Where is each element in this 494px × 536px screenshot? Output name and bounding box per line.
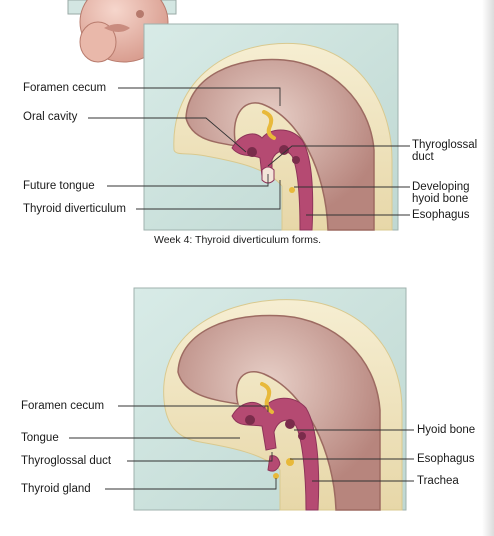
label-thyroid-diverticulum: Thyroid diverticulum [23, 203, 126, 215]
label-trachea: Trachea [417, 475, 459, 487]
label-esophagus-bottom: Esophagus [417, 453, 475, 465]
label-esophagus-top: Esophagus [412, 209, 470, 221]
label-tongue: Tongue [21, 432, 59, 444]
label-thyroid-gland: Thyroid gland [21, 483, 91, 495]
label-thyroglossal-duct-top: Thyroglossal duct [412, 139, 478, 163]
label-hyoid-bone: Hyoid bone [417, 424, 476, 436]
label-thyroglossal-duct-bottom: Thyroglossal duct [21, 455, 112, 467]
leader-lines-bottom [69, 405, 414, 490]
panel-top-art [143, 23, 399, 231]
caption-week-4: Week 4: Thyroid diverticulum forms. [154, 234, 322, 246]
panel-bottom-art [133, 287, 407, 511]
label-oral-cavity: Oral cavity [23, 111, 78, 123]
leader-lines-top [88, 87, 410, 216]
label-foramen-cecum-top: Foramen cecum [23, 82, 107, 94]
label-foramen-cecum-bottom: Foramen cecum [21, 400, 105, 412]
page-edge-shadow [482, 0, 494, 536]
label-developing-hyoid-bone: Developing hyoid bone [412, 181, 470, 205]
label-future-tongue: Future tongue [23, 180, 95, 192]
